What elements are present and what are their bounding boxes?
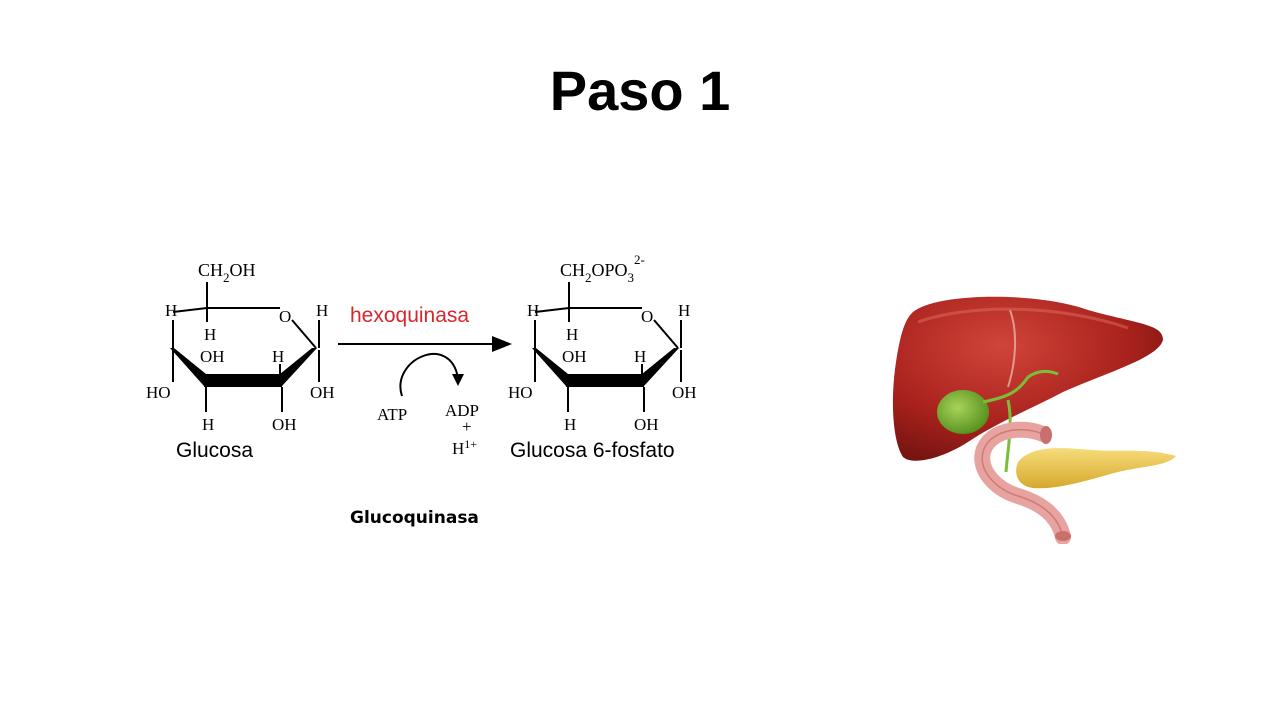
glucose-6-phosphate-structure: CH2OPO32- O H H H OH H HO OH H OH Glucos… [508, 252, 697, 462]
slide-title: Paso 1 [549, 59, 731, 122]
glucose-h-c5: H [165, 301, 177, 320]
g6p-h-c2: H [634, 347, 646, 366]
pancreas-shape [1016, 448, 1176, 489]
atp-label: ATP [377, 405, 407, 424]
glucose-oh-c3: OH [272, 415, 297, 434]
gallbladder-shape [937, 390, 989, 434]
hexokinase-reaction-diagram: CH2OH O H H H OH H HO OH H OH Glucosa he… [146, 252, 697, 462]
g6p-ring-oxygen: O [641, 307, 653, 326]
g6p-h-c3: H [564, 415, 576, 434]
g6p-oh-c4: OH [562, 347, 587, 366]
glucose-structure: CH2OH O H H H OH H HO OH H OH Glucosa [146, 260, 335, 462]
g6p-oh-c1: OH [672, 383, 697, 402]
glucose-h-c2: H [272, 347, 284, 366]
adp-label: ADP [445, 401, 479, 420]
proton-label: H1+ [452, 437, 477, 458]
glucose-ring-oxygen: O [279, 307, 291, 326]
g6p-h-c1: H [678, 301, 690, 320]
plus-sign: + [462, 417, 472, 436]
glucose-label: Glucosa [176, 439, 253, 462]
g6p-ho-c4: HO [508, 383, 533, 402]
glucose-ho-c4: HO [146, 383, 171, 402]
glucose-h-c1: H [316, 301, 328, 320]
g6p-h-c5: H [527, 301, 539, 320]
glucose-oh-c1: OH [310, 383, 335, 402]
g6p-oh-c3: OH [634, 415, 659, 434]
glucose-oh-c4: OH [200, 347, 225, 366]
glucose-6-phosphate-label: Glucosa 6-fosfato [510, 439, 675, 462]
g6p-phosphate-group-label: CH2OPO32- [560, 252, 645, 285]
glucose-ch2oh-label: CH2OH [198, 260, 256, 285]
reaction-arrow: hexoquinasa ATP ADP + H1+ [338, 304, 512, 458]
hexokinase-label: hexoquinasa [350, 304, 469, 327]
glucose-h-c3: H [202, 415, 214, 434]
glucose-h-c4: H [204, 325, 216, 344]
liver-illustration [892, 296, 1176, 544]
g6p-h-c4: H [566, 325, 578, 344]
glucokinase-label: Glucoquinasa [350, 508, 479, 528]
